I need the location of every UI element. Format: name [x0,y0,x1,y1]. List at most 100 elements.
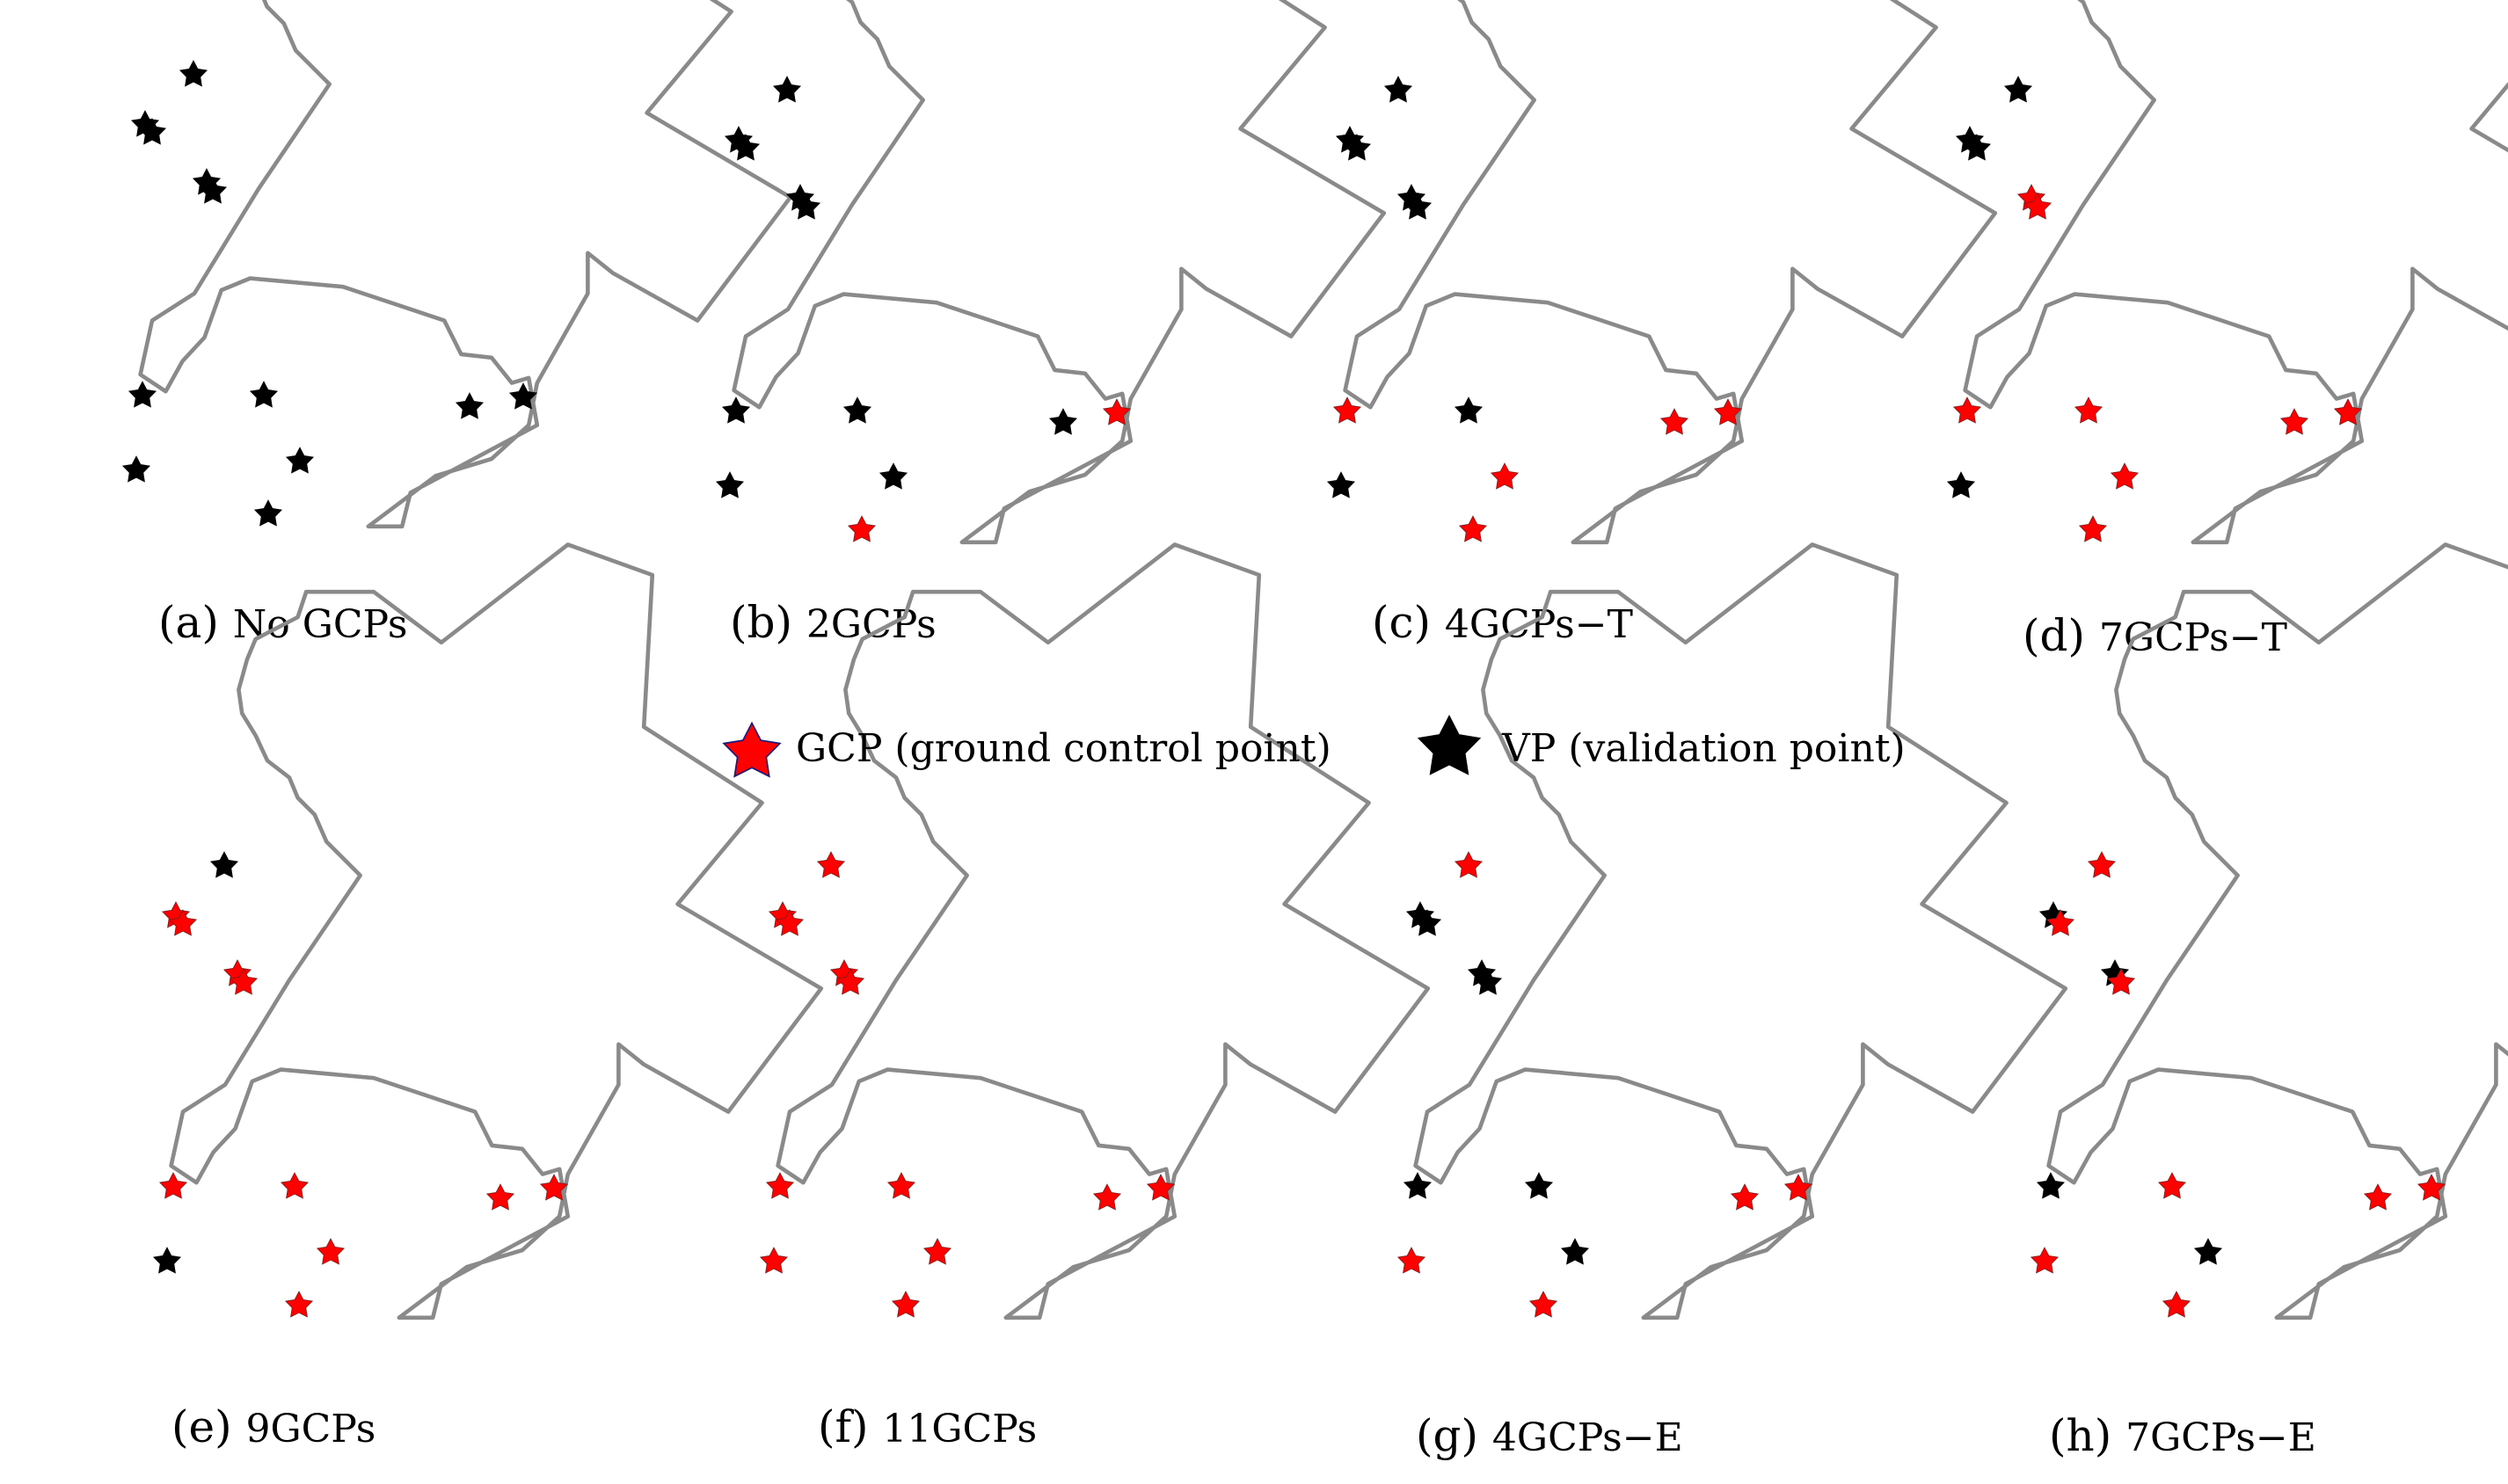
vp-star-icon [1403,1172,1432,1199]
gcp-star-icon [1459,515,1487,542]
vp-star-icon [128,381,157,408]
panel-caption-h: (h) 7GCPs−E [2049,1410,2316,1461]
panel-letter: (c) [1372,597,1445,648]
panel-letter: (b) [730,597,806,648]
panel-letter: (d) [2023,610,2099,661]
panel-caption-e: (e) 9GCPs [171,1401,375,1452]
gcp-star-icon [2088,851,2116,878]
gcp-star-icon [2074,396,2103,424]
gcp-star-icon [923,1238,951,1265]
panel-a: (a) No GCPs [122,0,791,648]
gcp-star-icon [2158,1172,2186,1199]
legend: GCP (ground control point) VP (validatio… [722,715,1906,778]
vp-star-icon [843,396,871,424]
gcp-star-icon [281,1172,309,1199]
vp-star-icon [1417,715,1482,775]
gcp-star-icon [2162,1291,2191,1318]
panel-letter: (g) [1416,1410,1492,1461]
gcp-star-icon [2079,515,2107,542]
vp-star-icon [456,392,484,419]
panel-e: (e) 9GCPs [153,544,821,1452]
site-outline-a [141,0,791,527]
panel-caption-f: (f) 11GCPs [818,1401,1037,1452]
gcp-star-icon [1491,462,1519,490]
gcp-star-icon [1660,408,1688,435]
site-outline-h [2049,544,2508,1317]
panel-label: 9GCPs [246,1407,376,1451]
panel-label: 2GCPs [806,602,937,647]
vp-star-icon [1525,1172,1553,1199]
panel-caption-a: (a) No GCPs [158,597,408,648]
panel-letter: (f) [818,1401,882,1452]
vp-star-icon [1327,471,1355,498]
gcp-star-icon [892,1291,920,1318]
vp-star-icon [879,462,908,490]
vp-star-icon [254,499,282,527]
gcp-star-icon [766,1172,794,1199]
gcp-star-icon [2030,1247,2059,1274]
gcp-star-icon [1731,1183,1759,1211]
gcp-star-icon [1529,1291,1557,1318]
panel-c: (c) 4GCPs−T [1327,0,1995,648]
gcp-star-icon [817,851,845,878]
gcp-star-icon [317,1238,345,1265]
panel-letter: (a) [158,597,233,648]
gcp-star-icon [2280,408,2308,435]
gcp-star-icon [1333,396,1361,424]
gcp-star-icon [848,515,876,542]
gcp-star-icon [285,1291,313,1318]
panel-label: No GCPs [233,602,408,647]
gcp-star-icon [2364,1183,2392,1211]
vp-star-icon [1049,408,1077,435]
panel-g: (g) 4GCPs−E [1397,544,2066,1461]
gcp-star-icon [486,1183,514,1211]
vp-star-icon [250,381,278,408]
panels-group: (a) No GCPs (b) 2GCPs (c) 4GCPs−T (d) 7GCPs… [122,0,2508,1461]
vp-star-icon [716,471,744,498]
panel-caption-b: (b) 2GCPs [730,597,937,648]
vp-star-icon [286,447,314,474]
panel-letter: (e) [171,1401,246,1452]
panel-d: (d) 7GCPs−T [1947,0,2508,661]
site-outline-b [734,0,1384,542]
vp-star-icon [2037,1172,2065,1199]
panel-label: 7GCPs−T [2099,615,2287,660]
legend-vp-label: VP (validation point) [1501,726,1906,771]
vp-star-icon [210,851,238,878]
panel-caption-g: (g) 4GCPs−E [1416,1410,1683,1461]
vp-star-icon [773,76,801,103]
panel-caption-d: (d) 7GCPs−T [2023,610,2287,661]
legend-gcp-entry: GCP (ground control point) [722,722,1331,778]
panel-caption-c: (c) 4GCPs−T [1372,597,1633,648]
vp-star-icon [2194,1238,2222,1265]
vp-star-icon [1561,1238,1589,1265]
vp-star-icon [2004,76,2032,103]
legend-gcp-label: GCP (ground control point) [796,726,1331,771]
vp-star-icon [1454,396,1483,424]
gcp-star-icon [1454,851,1483,878]
panel-label: 7GCPs−E [2125,1415,2316,1460]
gcp-star-icon [722,722,782,778]
gcp-star-icon [760,1247,788,1274]
panel-letter: (h) [2049,1410,2125,1461]
vp-star-icon [153,1247,181,1274]
panel-b: (b) 2GCPs [716,0,1384,648]
vp-star-icon [722,396,750,424]
site-outline-d [1965,0,2508,542]
vp-star-icon [1384,76,1412,103]
panel-f: (f) 11GCPs [760,544,1428,1452]
vp-star-icon [122,455,150,483]
legend-vp-entry: VP (validation point) [1417,715,1906,775]
gcp-star-icon [159,1172,187,1199]
vp-star-icon [179,60,208,87]
gcp-star-icon [1093,1183,1121,1211]
gcp-star-icon [1953,396,1981,424]
panel-label: 11GCPs [882,1407,1037,1451]
gcp-star-icon [2111,462,2139,490]
panel-label: 4GCPs−E [1492,1415,1683,1460]
vp-star-icon [1947,471,1975,498]
panel-h: (h) 7GCPs−E [2030,544,2508,1461]
gcp-star-icon [1397,1247,1425,1274]
panel-label: 4GCPs−T [1445,602,1633,647]
